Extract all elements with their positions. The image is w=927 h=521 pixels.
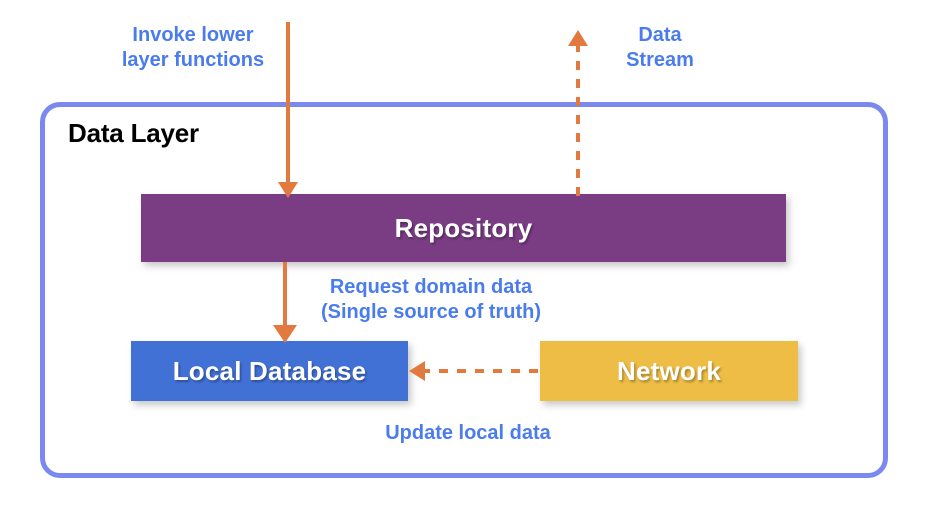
node-network[interactable]: Network: [540, 341, 798, 401]
data-layer-container: [40, 102, 888, 478]
annotation-data-stream: Data Stream: [626, 24, 694, 71]
annotation-request-domain-data: Request domain data (Single source of tr…: [321, 276, 541, 323]
data-stream-arrow-head: [568, 30, 588, 46]
annotation-update-local-data: Update local data: [385, 422, 551, 444]
node-network-label: Network: [617, 355, 721, 386]
node-local-database-label: Local Database: [172, 355, 367, 386]
data-layer-title: Data Layer: [68, 118, 199, 148]
node-repository-label: Repository: [394, 212, 533, 243]
node-local-database[interactable]: Local Database: [131, 341, 408, 401]
annotation-invoke-lower-layer-functions: Invoke lower layer functions: [121, 24, 265, 71]
node-repository[interactable]: Repository: [141, 194, 786, 262]
